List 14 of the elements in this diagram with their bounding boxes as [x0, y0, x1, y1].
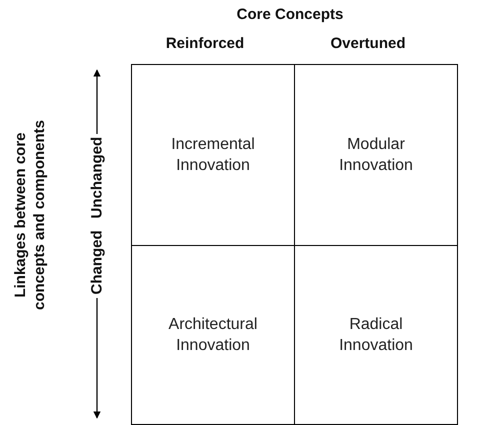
quadrant-label: Architectural Innovation [168, 315, 258, 356]
quadrant-cell [131, 245, 295, 425]
axis-title: Linkages between core concepts and components [11, 118, 49, 312]
row-header: Changed [88, 230, 106, 294]
row-header: Unchanged [88, 138, 106, 218]
axis-title: Core Concepts [236, 4, 344, 24]
quadrant-cell [131, 64, 295, 246]
quadrant-label: Incremental Innovation [170, 135, 256, 176]
column-header: Overtuned [329, 34, 406, 52]
quadrant-label: Radical Innovation [338, 315, 414, 356]
quadrant-cell [294, 64, 458, 246]
column-header: Reinforced [164, 34, 246, 52]
quadrant-cell [294, 245, 458, 425]
quadrant-label: Modular Innovation [338, 135, 414, 176]
